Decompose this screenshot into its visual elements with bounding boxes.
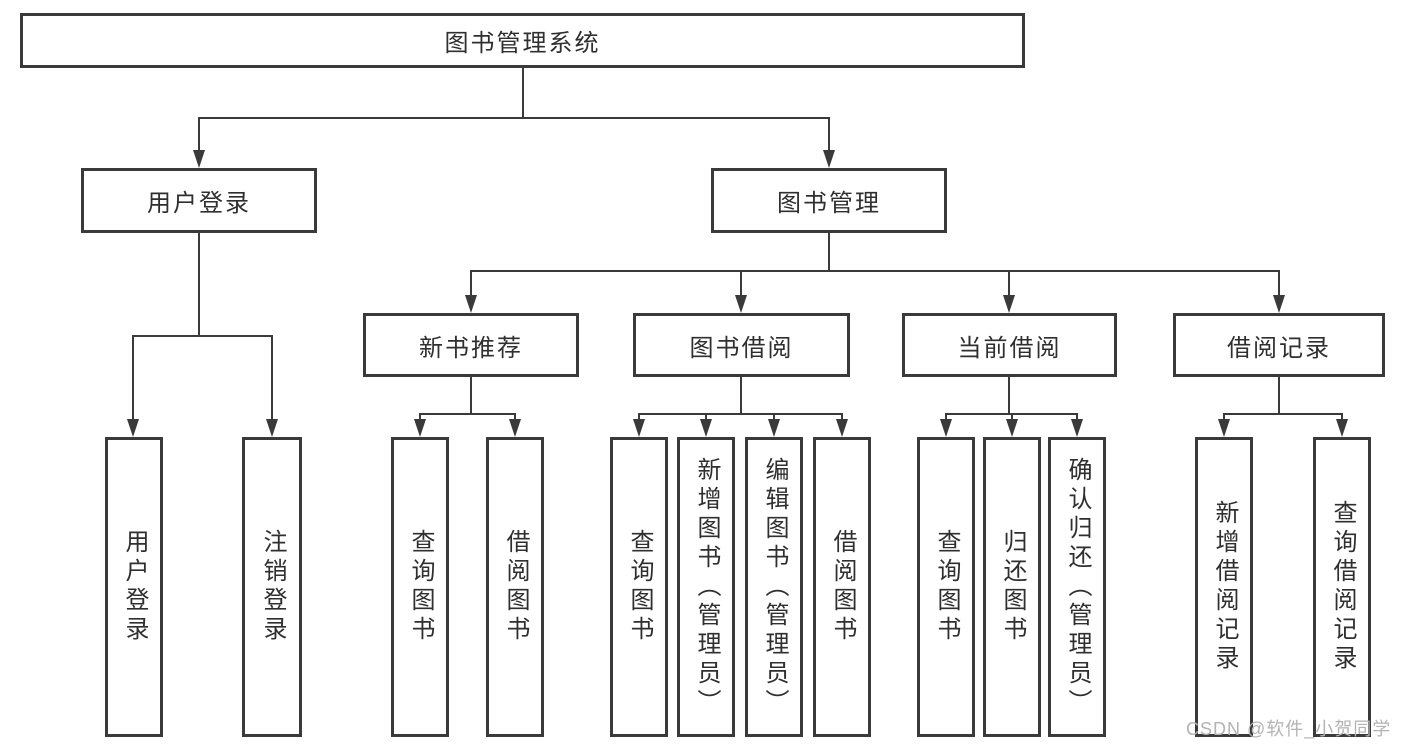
arrow-down-icon bbox=[414, 419, 426, 437]
connector-line bbox=[638, 413, 640, 421]
connector-line bbox=[1278, 270, 1280, 297]
arrow-down-icon bbox=[266, 419, 278, 437]
arrow-down-icon bbox=[509, 419, 521, 437]
arrow-down-icon bbox=[940, 419, 952, 437]
leaf-logout: 注销登录 bbox=[242, 437, 302, 737]
connector-line bbox=[470, 270, 1280, 272]
arrow-down-icon bbox=[1006, 419, 1018, 437]
connector-line bbox=[740, 377, 742, 415]
connector-line bbox=[470, 270, 472, 297]
connector-line bbox=[1011, 413, 1013, 421]
connector-line bbox=[828, 233, 830, 272]
leaf-add-books-admin: 新增图书（管理员） bbox=[677, 437, 735, 737]
leaf-query-borrow-record: 查询借阅记录 bbox=[1313, 437, 1371, 737]
arrow-down-icon bbox=[823, 150, 835, 168]
node-current-borrowing: 当前借阅 bbox=[902, 313, 1117, 377]
connector-line bbox=[198, 117, 200, 152]
connector-line bbox=[1223, 413, 1225, 421]
connector-line bbox=[740, 270, 742, 297]
arrow-down-icon bbox=[1218, 419, 1230, 437]
connector-line bbox=[132, 335, 273, 337]
arrow-down-icon bbox=[836, 419, 848, 437]
csdn-watermark: CSDN @软件_小贺同学 bbox=[1186, 719, 1392, 739]
connector-line bbox=[1341, 413, 1343, 421]
connector-line bbox=[1008, 377, 1010, 415]
arrow-down-icon bbox=[1003, 295, 1015, 313]
connector-line bbox=[198, 233, 200, 336]
connector-line bbox=[271, 335, 273, 421]
connector-line bbox=[773, 413, 775, 421]
leaf-query-books: 查询图书 bbox=[610, 437, 668, 737]
arrow-down-icon bbox=[1071, 419, 1083, 437]
connector-line bbox=[522, 68, 524, 119]
node-borrowing-records: 借阅记录 bbox=[1173, 313, 1385, 377]
connector-line bbox=[841, 413, 843, 421]
connector-line bbox=[198, 117, 830, 119]
leaf-query-books: 查询图书 bbox=[391, 437, 449, 737]
arrow-down-icon bbox=[193, 150, 205, 168]
connector-line bbox=[1278, 377, 1280, 415]
connector-line bbox=[828, 117, 830, 152]
connector-line bbox=[419, 413, 421, 421]
connector-line bbox=[1008, 270, 1010, 297]
leaf-query-books: 查询图书 bbox=[917, 437, 975, 737]
arrow-down-icon bbox=[127, 419, 139, 437]
connector-line bbox=[470, 377, 472, 415]
leaf-add-borrow-record: 新增借阅记录 bbox=[1195, 437, 1253, 737]
connector-line bbox=[514, 413, 516, 421]
leaf-user-login: 用户登录 bbox=[105, 437, 163, 737]
node-book-borrowing: 图书借阅 bbox=[633, 313, 850, 377]
node-book-management: 图书管理 bbox=[711, 168, 947, 233]
connector-line bbox=[945, 413, 947, 421]
connector-line bbox=[638, 413, 843, 415]
arrow-down-icon bbox=[465, 295, 477, 313]
node-user-login: 用户登录 bbox=[81, 168, 317, 233]
leaf-borrow-books: 借阅图书 bbox=[813, 437, 871, 737]
leaf-confirm-return-admin: 确认归还（管理员） bbox=[1048, 437, 1106, 737]
connector-line bbox=[705, 413, 707, 421]
connector-line bbox=[132, 335, 134, 421]
connector-line bbox=[1076, 413, 1078, 421]
node-new-book-recommend: 新书推荐 bbox=[363, 313, 579, 377]
leaf-edit-books-admin: 编辑图书（管理员） bbox=[745, 437, 803, 737]
arrow-down-icon bbox=[1273, 295, 1285, 313]
arrow-down-icon bbox=[768, 419, 780, 437]
leaf-return-books: 归还图书 bbox=[983, 437, 1041, 737]
arrow-down-icon bbox=[700, 419, 712, 437]
node-library-system: 图书管理系统 bbox=[20, 13, 1025, 68]
arrow-down-icon bbox=[1336, 419, 1348, 437]
connector-line bbox=[419, 413, 516, 415]
connector-line bbox=[1223, 413, 1343, 415]
arrow-down-icon bbox=[633, 419, 645, 437]
arrow-down-icon bbox=[735, 295, 747, 313]
leaf-borrow-books: 借阅图书 bbox=[486, 437, 544, 737]
